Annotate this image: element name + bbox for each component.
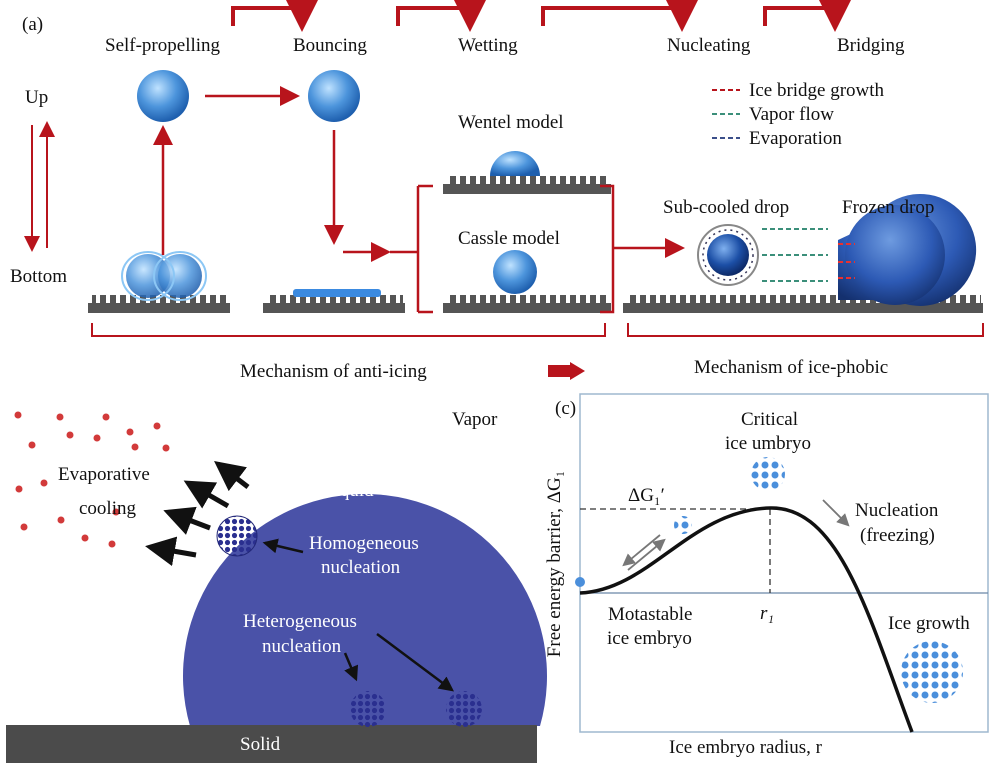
panel-c-label: (c) — [555, 398, 577, 419]
small-embryo-dot — [575, 577, 585, 587]
nucleation-clusters — [216, 515, 482, 727]
heterogeneous-label: Heterogeneous — [243, 611, 357, 632]
legend-ice-bridge: Ice bridge growth — [749, 80, 885, 101]
x-axis-label: Ice embryo radius, r — [669, 737, 822, 758]
evaporation-arrows — [145, 460, 250, 567]
wentel-label: Wentel model — [458, 112, 564, 133]
step-arrows-top — [231, 0, 851, 32]
bottom-label: Bottom — [10, 266, 68, 287]
step-self-propelling: Self-propelling — [105, 35, 221, 56]
evaporative-label: Evaporative — [58, 464, 150, 485]
r1-label: r₁ — [760, 603, 774, 624]
double-arrows — [622, 499, 850, 571]
step-wetting: Wetting — [458, 35, 518, 56]
step-nucleating: Nucleating — [667, 35, 751, 56]
subcooled-label: Sub-cooled drop — [663, 197, 790, 218]
flow-arrows — [153, 86, 685, 380]
legend-evaporation: Evaporation — [749, 128, 842, 149]
metastable-label: Motastable — [608, 604, 693, 625]
delta-g-label: ΔG₁′ — [628, 485, 665, 506]
critical-cluster — [751, 457, 785, 491]
critical-label: Critical — [741, 409, 798, 430]
ice-phobic-label: Mechanism of ice-phobic — [694, 357, 889, 378]
brackets-bottom — [91, 323, 984, 337]
solid-label: Solid — [240, 734, 281, 755]
ice-growth-label: Ice growth — [888, 613, 970, 634]
liquid-label: Liquid — [323, 480, 374, 501]
vapor-flow-arrows — [762, 228, 855, 282]
step-bridging: Bridging — [837, 35, 905, 56]
chart-frame — [579, 393, 989, 733]
cassle-label: Cassle model — [458, 228, 560, 249]
freezing-label: (freezing) — [860, 525, 935, 546]
droplets — [121, 70, 977, 306]
surfaces — [88, 176, 983, 313]
panel-a-label: (a) — [22, 14, 44, 35]
up-down-arrows — [24, 121, 55, 252]
homogeneous-nucleation-label: nucleation — [321, 557, 401, 578]
nucleation-label: Nucleation — [855, 500, 939, 521]
small-cluster — [674, 516, 692, 534]
heterogeneous-nucleation-label: nucleation — [262, 636, 342, 657]
legend-vapor-flow: Vapor flow — [749, 104, 834, 125]
frozen-label: Frozen drop — [842, 197, 935, 218]
critical-umbryo-label: ice umbryo — [725, 433, 812, 454]
nucleation-arrows — [262, 538, 455, 692]
energy-curve — [579, 506, 914, 733]
homogeneous-label: Homogeneous — [309, 533, 419, 554]
y-axis-label: Free energy barrier, ΔG₁ — [544, 470, 566, 658]
vapor-dots — [14, 411, 170, 548]
vapor-label: Vapor — [452, 409, 498, 430]
cooling-label: cooling — [79, 498, 136, 519]
up-label: Up — [25, 87, 49, 108]
legend-lines — [712, 89, 740, 139]
step-bouncing: Bouncing — [293, 35, 367, 56]
solid-base — [6, 725, 537, 763]
growth-cluster — [901, 641, 963, 703]
anti-icing-label: Mechanism of anti-icing — [240, 361, 427, 382]
ice-embryo-label: ice embryo — [607, 628, 692, 649]
